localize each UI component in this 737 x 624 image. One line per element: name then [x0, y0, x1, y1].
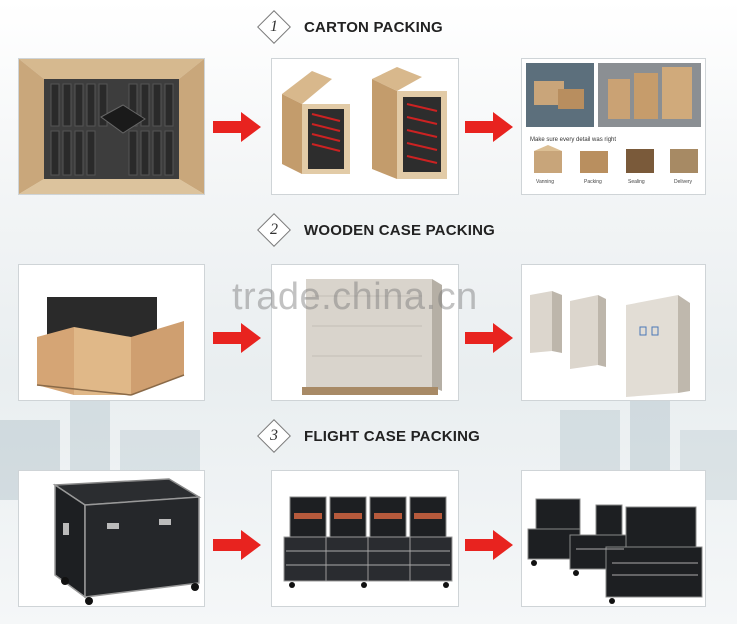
- wooden-case-photo-3: [521, 264, 706, 401]
- arrow-right-icon: [213, 112, 261, 142]
- section-1-title: CARTON PACKING: [304, 18, 443, 36]
- step-label: Sealing: [628, 179, 645, 185]
- step-number-badge: 1: [257, 10, 291, 44]
- wooden-case-photo-2: [271, 264, 459, 401]
- flight-case-photo-2: [271, 470, 459, 607]
- carton-caption: Make sure every detail was right: [530, 137, 616, 143]
- flight-case-photo-3: [521, 470, 706, 607]
- carton-photo-1: [18, 58, 205, 195]
- section-1-header: 1 CARTON PACKING: [257, 9, 443, 45]
- carton-photo-3: Make sure every detail was right Vanning…: [521, 58, 706, 195]
- arrow-right-icon: [465, 530, 513, 560]
- section-2-title: WOODEN CASE PACKING: [304, 221, 496, 239]
- arrow-right-icon: [465, 323, 513, 353]
- step-label: Delivery: [674, 179, 693, 185]
- arrow-right-icon: [213, 530, 261, 560]
- step-label: Packing: [584, 179, 602, 185]
- arrow-right-icon: [213, 323, 261, 353]
- step-number-badge: 3: [257, 419, 291, 453]
- wooden-case-photo-1: [18, 264, 205, 401]
- section-2-header: 2 WOODEN CASE PACKING: [257, 212, 496, 248]
- section-3-header: 3 FLIGHT CASE PACKING: [257, 418, 481, 454]
- carton-photo-2: [271, 58, 459, 195]
- step-number-badge: 2: [257, 213, 291, 247]
- section-3-title: FLIGHT CASE PACKING: [304, 427, 481, 445]
- arrow-right-icon: [465, 112, 513, 142]
- step-label: Vanning: [536, 179, 554, 185]
- flight-case-photo-1: [18, 470, 205, 607]
- watermark-text: trade.china.cn: [232, 276, 478, 318]
